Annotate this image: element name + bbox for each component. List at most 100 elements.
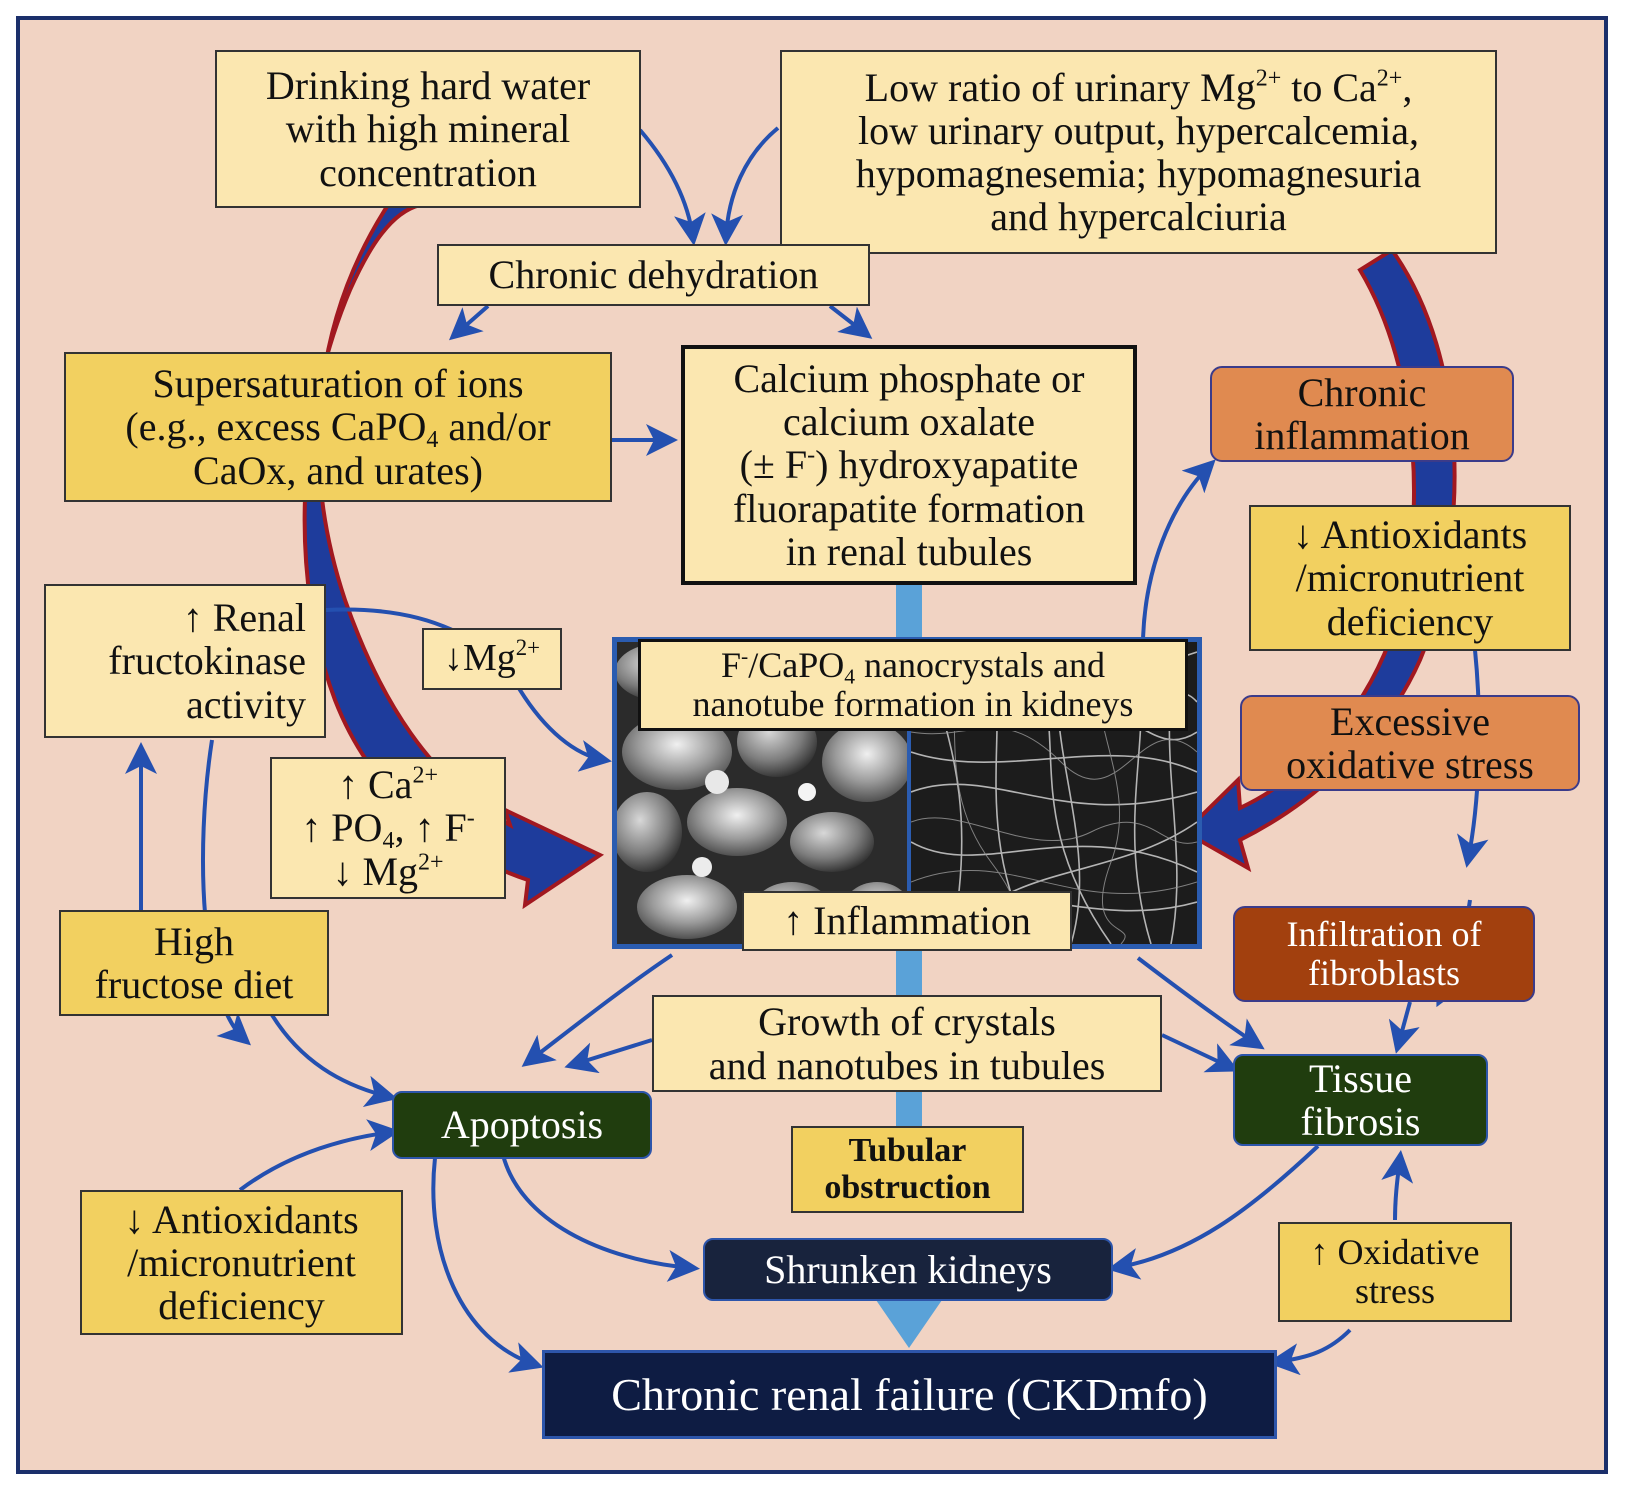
nano-formation-line-2: nanotube formation in kidneys — [692, 684, 1134, 724]
urinary-ratio-line-2: low urinary output, hypercalcemia, — [858, 107, 1419, 153]
formation-box: Calcium phosphate or calcium oxalate (± … — [681, 345, 1137, 585]
supersaturation-line-3: CaOx, and urates) — [193, 447, 483, 493]
ion-changes-sup-3: 2+ — [418, 849, 444, 875]
inflammation-up-box: ↑ Inflammation — [742, 891, 1072, 951]
apoptosis-box: Apoptosis — [392, 1091, 652, 1159]
ion-changes-sup-2: - — [466, 805, 475, 832]
oxidative-up-line-1: ↑ Oxidative — [1310, 1232, 1480, 1273]
arrow-growth-to-fibrosis — [1161, 1033, 1240, 1073]
arrow-ratio-to-dehydration — [711, 126, 780, 246]
oxidative-up-line-2: stress — [1355, 1271, 1435, 1311]
tubular-obstruction-line-2: obstruction — [824, 1168, 991, 1206]
antioxidants-left-line-2: /micronutrient — [127, 1239, 356, 1285]
hard-water-line-3: concentration — [319, 149, 537, 195]
tissue-fibrosis-box: Tissue fibrosis — [1233, 1054, 1488, 1146]
nano-sub: 4 — [844, 664, 856, 689]
urinary-ratio-text-b: to Ca — [1281, 64, 1377, 110]
arrow-oxidative-to-renal-failure — [1267, 1328, 1352, 1376]
apoptosis-label: Apoptosis — [440, 1102, 604, 1148]
ion-changes-text-2: ↑ PO — [301, 805, 383, 851]
antioxidants-right-line-3: deficiency — [1326, 598, 1494, 644]
nano-text-b: /CaPO — [748, 645, 845, 686]
ion-changes-box: ↑ Ca2+ ↑ PO4, ↑ F- ↓ Mg2+ — [270, 757, 506, 899]
hard-water-box: Drinking hard water with high mineral co… — [215, 50, 641, 208]
growth-box: Growth of crystals and nanotubes in tubu… — [652, 995, 1162, 1092]
fructokinase-line-1: ↑ Renal — [182, 595, 306, 641]
arrow-dehydration-to-formation — [828, 304, 873, 339]
antioxidants-right-line-2: /micronutrient — [1295, 555, 1525, 601]
ion-changes-line-1: ↑ Ca2+ — [338, 763, 438, 806]
supersaturation-text-b: and/or — [438, 404, 551, 450]
ion-changes-text-1: ↑ Ca — [338, 762, 413, 808]
ion-changes-line-3: ↓ Mg2+ — [332, 848, 444, 894]
excessive-oxidative-line-1: Excessive — [1330, 698, 1490, 744]
arrow-fibrosis-to-shrunken — [1107, 1144, 1320, 1280]
dehydration-label: Chronic dehydration — [488, 252, 819, 298]
formation-text-a: (± F — [739, 442, 808, 488]
antioxidants-right-line-1: ↓ Antioxidants — [1292, 512, 1528, 558]
mg-down-box: ↓Mg2+ — [422, 628, 562, 690]
growth-line-2: and nanotubes in tubules — [708, 1042, 1106, 1088]
arrow-nano-to-apoptosis — [521, 953, 674, 1067]
fibroblasts-line-1: Infiltration of — [1286, 914, 1482, 955]
renal-failure-box: Chronic renal failure (CKDmfo) — [542, 1350, 1277, 1439]
chronic-inflammation-line-1: Chronic — [1297, 369, 1427, 415]
nano-text-a: F — [721, 645, 742, 686]
excessive-oxidative-line-2: oxidative stress — [1286, 742, 1534, 787]
arrow-apoptosis-to-renal-failure — [431, 1157, 544, 1373]
supersaturation-sub: 4 — [426, 427, 439, 454]
urinary-ratio-line-1: Low ratio of urinary Mg2+ to Ca2+, — [865, 66, 1413, 109]
nano-text-c: nanocrystals and — [855, 645, 1105, 686]
arrow-fibroblasts-to-fibrosis — [1388, 1001, 1420, 1054]
fibroblasts-box: Infiltration of fibroblasts — [1233, 906, 1535, 1002]
urinary-ratio-sup-b: 2+ — [1376, 65, 1403, 92]
mg-down-label: ↓Mg2+ — [443, 637, 540, 680]
fructose-diet-line-2: fructose diet — [94, 962, 294, 1007]
urinary-ratio-text-a: Low ratio of urinary Mg — [864, 64, 1256, 110]
hard-water-line-1: Drinking hard water — [265, 63, 591, 109]
tubular-obstruction-line-1: Tubular — [848, 1131, 967, 1169]
arrow-antioxidants-to-apoptosis — [238, 1119, 400, 1192]
formation-line-2: calcium oxalate — [782, 399, 1036, 445]
fructose-diet-line-1: High — [154, 918, 234, 964]
arrow-hardwater-to-dehydration — [638, 128, 706, 246]
supersaturation-line-2: (e.g., excess CaPO4 and/or — [125, 404, 551, 452]
supersaturation-box: Supersaturation of ions (e.g., excess Ca… — [64, 352, 612, 502]
arrow-dehydration-to-supersaturation — [448, 304, 490, 341]
antioxidants-left-box: ↓ Antioxidants /micronutrient deficiency — [80, 1190, 403, 1335]
central-arrowhead — [876, 1300, 942, 1348]
formation-text-b: ) hydroxyapatite — [815, 442, 1079, 488]
formation-line-1: Calcium phosphate or — [733, 356, 1085, 402]
ion-changes-sub-2: 4 — [382, 828, 395, 855]
urinary-ratio-sup-a: 2+ — [1255, 65, 1282, 92]
ion-changes-sup-1: 2+ — [412, 762, 438, 789]
central-shaft-mid — [896, 948, 922, 998]
central-shaft-low — [896, 1088, 922, 1128]
arrow-nano-to-fibrosis — [1136, 956, 1265, 1050]
ion-changes-text-2b: , ↑ F — [394, 805, 467, 851]
oxidative-up-box: ↑ Oxidative stress — [1278, 1222, 1512, 1322]
fibroblasts-line-2: fibroblasts — [1308, 953, 1460, 993]
arrow-oxidative-to-fibrosis — [1381, 1150, 1414, 1221]
shrunken-kidneys-box: Shrunken kidneys — [703, 1238, 1113, 1301]
tissue-fibrosis-line-2: fibrosis — [1300, 1099, 1421, 1144]
urinary-ratio-line-4: and hypercalciuria — [990, 194, 1287, 240]
chronic-inflammation-line-2: inflammation — [1254, 413, 1470, 458]
dehydration-box: Chronic dehydration — [437, 244, 870, 306]
tissue-fibrosis-line-1: Tissue — [1308, 1055, 1413, 1101]
formation-sup: - — [807, 442, 816, 469]
antioxidants-right-box: ↓ Antioxidants /micronutrient deficiency — [1249, 505, 1571, 651]
ion-changes-text-3: ↓ Mg — [332, 848, 419, 894]
tubular-obstruction-box: Tubular obstruction — [791, 1126, 1024, 1213]
nano-formation-line-1: F-/CaPO4 nanocrystals and — [721, 645, 1105, 687]
shrunken-kidneys-label: Shrunken kidneys — [764, 1246, 1052, 1292]
formation-line-5: in renal tubules — [785, 528, 1033, 574]
growth-line-1: Growth of crystals — [758, 999, 1056, 1045]
mg-down-text: ↓Mg — [443, 637, 516, 680]
fructokinase-line-3: activity — [186, 681, 306, 727]
hard-water-line-2: with high mineral — [285, 106, 571, 152]
supersaturation-line-1: Supersaturation of ions — [152, 361, 524, 407]
antioxidants-left-line-1: ↓ Antioxidants — [124, 1196, 359, 1242]
arrow-growth-to-apoptosis — [564, 1038, 653, 1074]
ion-changes-line-2: ↑ PO4, ↑ F- — [301, 805, 475, 853]
